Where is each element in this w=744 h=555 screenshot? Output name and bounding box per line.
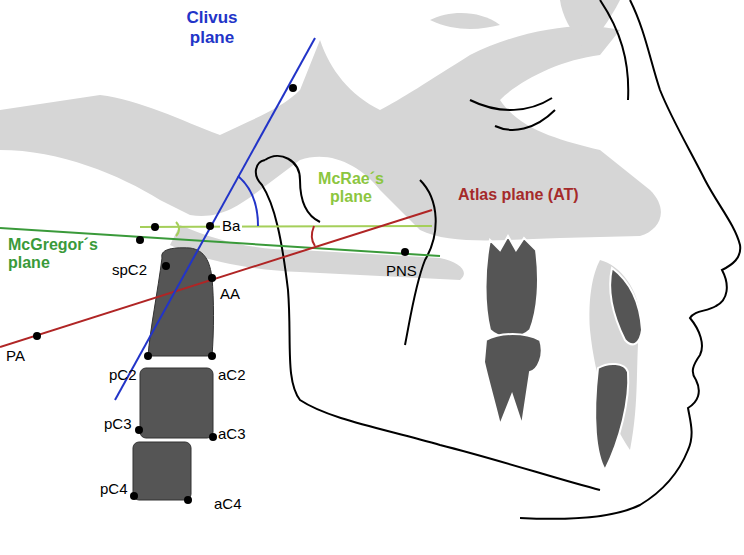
eye-contour	[470, 98, 552, 110]
angle-arc	[312, 226, 315, 246]
face-outline	[520, 0, 740, 519]
landmark-label: aC2	[218, 366, 246, 383]
mcrae-plane	[140, 226, 432, 227]
landmark-dots	[33, 84, 409, 504]
plane-label: Clivus plane	[172, 8, 252, 47]
teeth	[484, 236, 642, 470]
angle-arc	[176, 222, 179, 236]
plane-label: McGregor´s plane	[8, 236, 104, 273]
landmark-label: aC3	[218, 425, 246, 442]
landmark-label: pC4	[100, 480, 128, 497]
landmark-label: Ba	[220, 217, 242, 234]
landmark-label: pC2	[109, 366, 137, 383]
condyle-outline	[265, 156, 320, 222]
clivus-plane	[115, 38, 315, 400]
landmark-label: pC3	[104, 415, 132, 432]
forehead-contour	[600, 0, 628, 100]
plane-label: Atlas plane (AT)	[458, 186, 579, 204]
eye-contour	[495, 110, 555, 130]
landmark-label: spC2	[112, 261, 147, 278]
landmark-label: PA	[6, 347, 25, 364]
plane-label: McRae´s plane	[312, 170, 390, 207]
landmark-label: PNS	[386, 262, 417, 279]
landmark-label: AA	[220, 285, 240, 302]
atlas-plane	[0, 210, 432, 347]
landmark-label: aC4	[214, 495, 242, 512]
vertebrae	[133, 248, 214, 500]
skull-shadow	[0, 0, 661, 450]
